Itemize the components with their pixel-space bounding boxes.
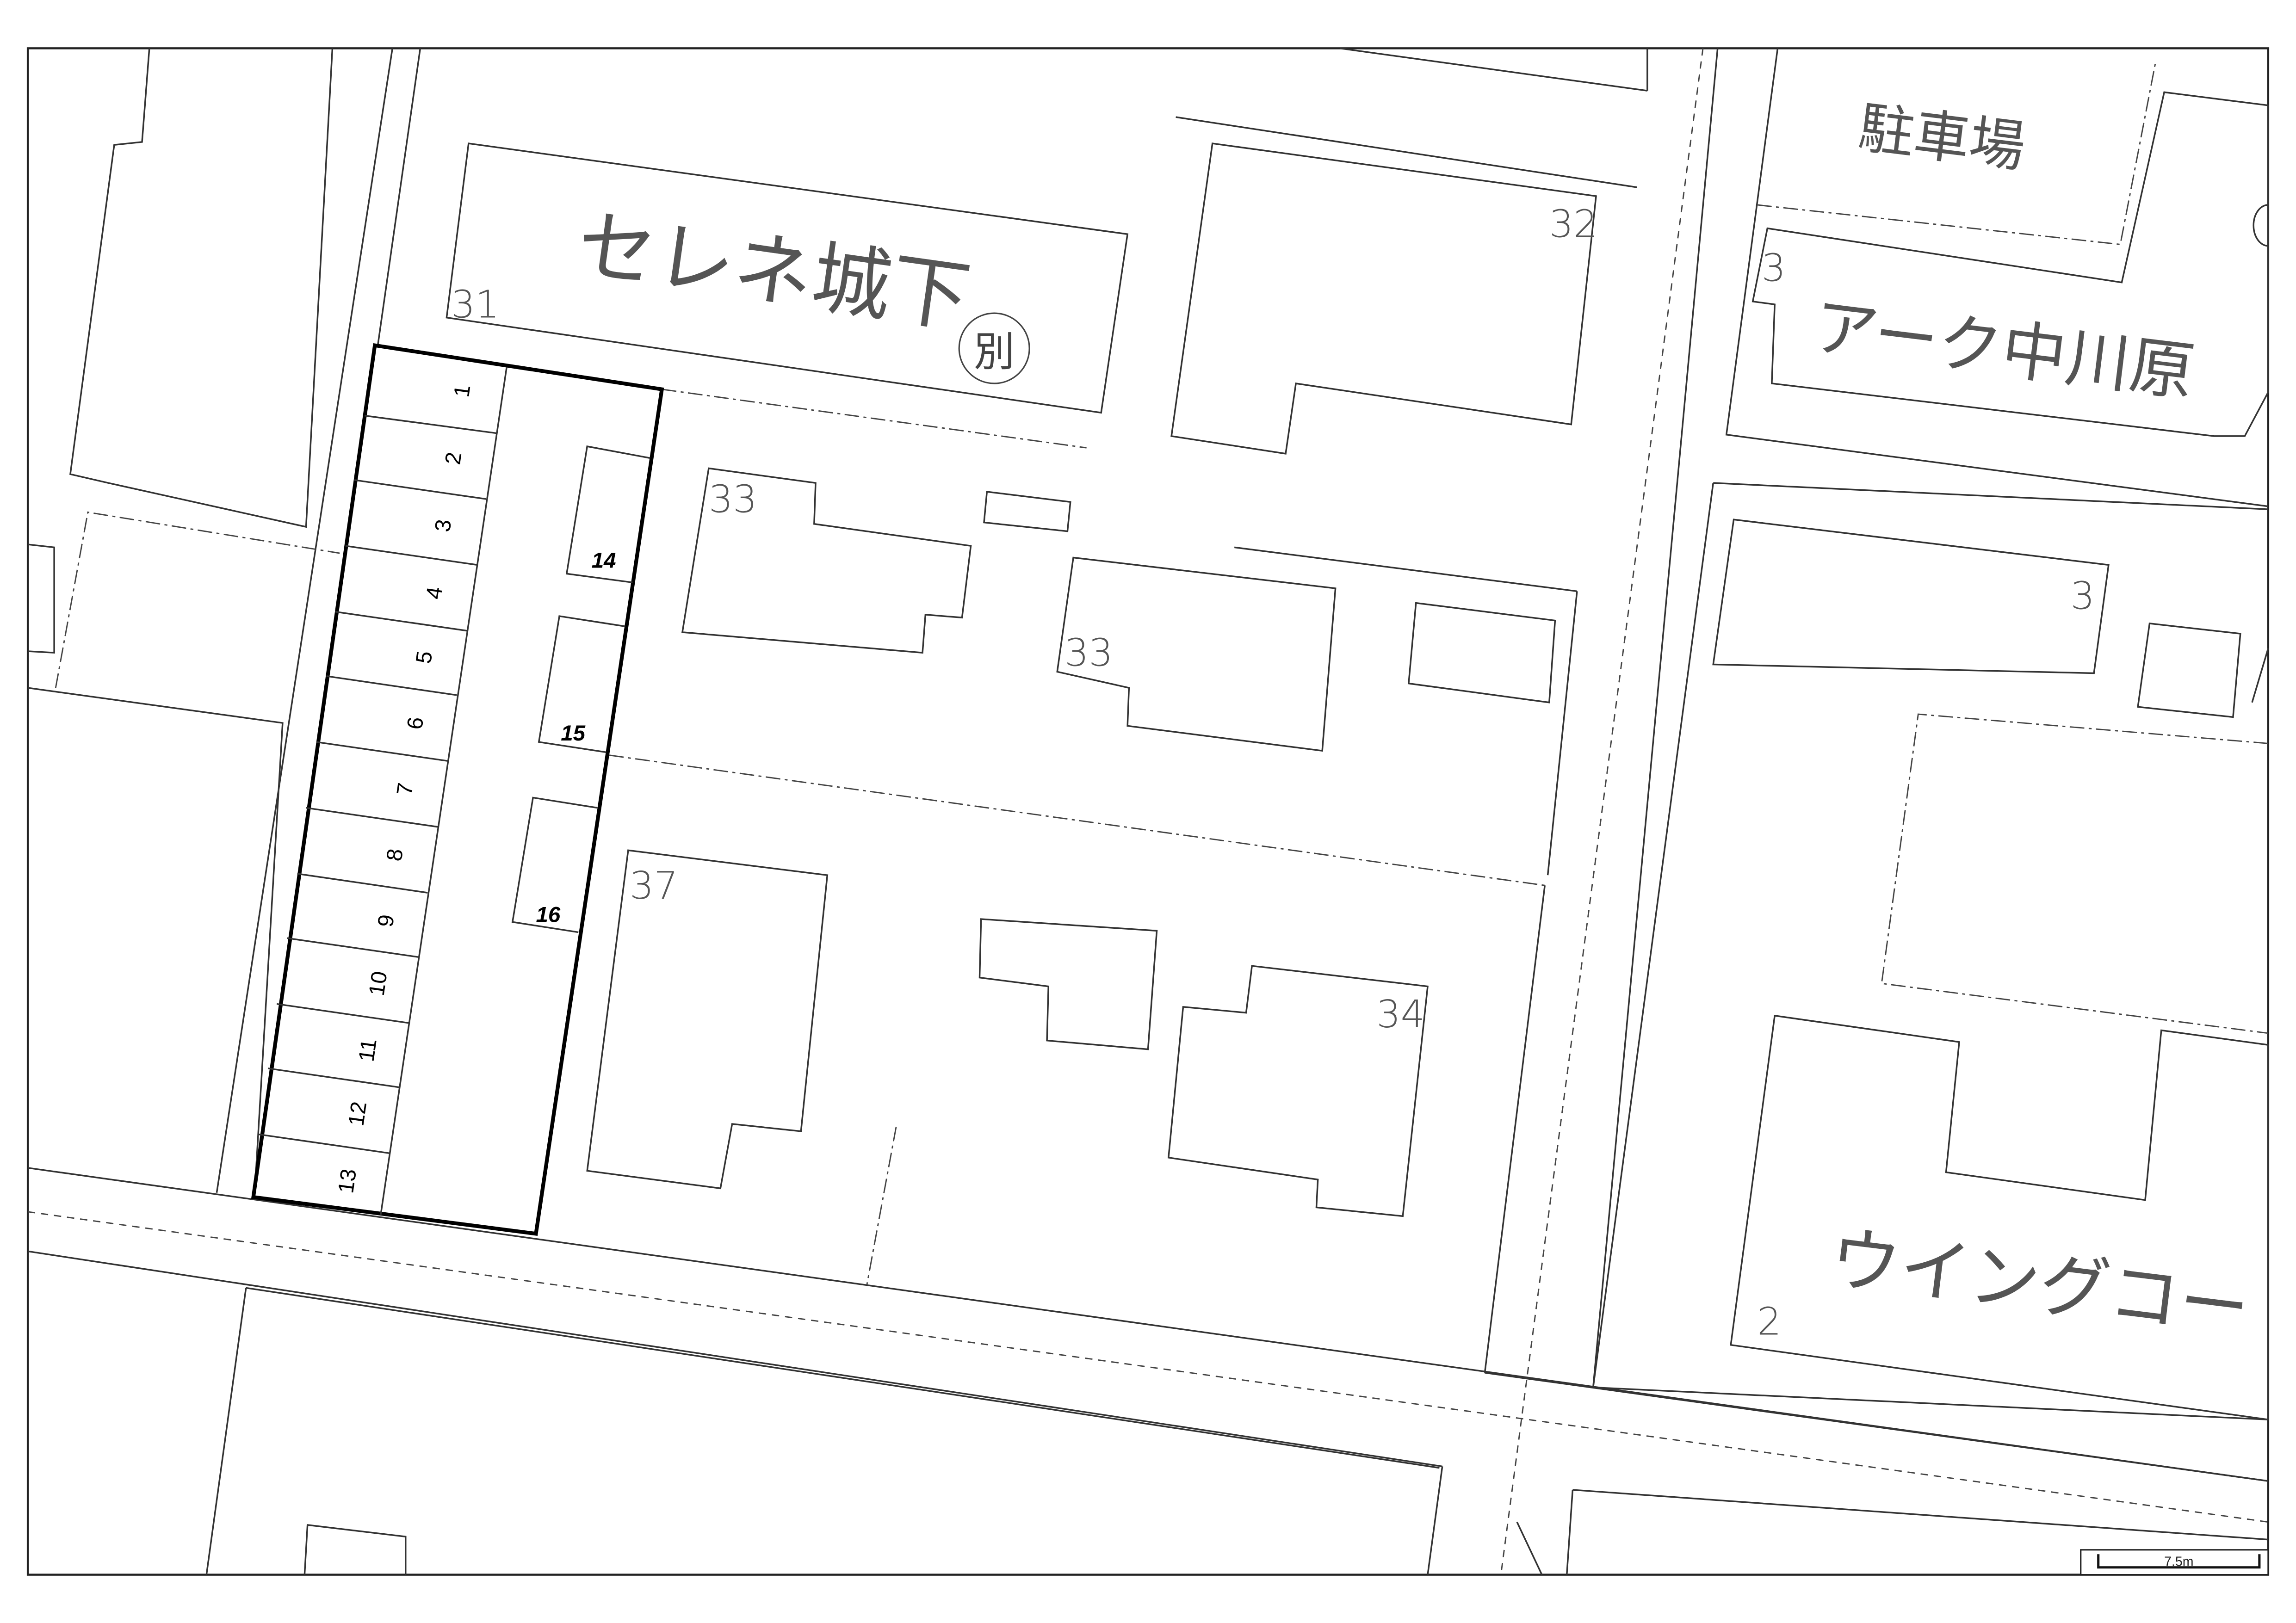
road-edge xyxy=(1516,1521,1543,1575)
road-edge xyxy=(1484,885,1546,1373)
parking-ne-boundary xyxy=(1757,62,2156,245)
lot-line xyxy=(866,1127,897,1285)
stall-divider xyxy=(297,873,428,894)
lot-boundary xyxy=(662,389,1087,449)
lot-line xyxy=(1427,1466,1443,1575)
stall-14[interactable]: 14 xyxy=(592,549,616,573)
road-edge xyxy=(27,1250,1442,1468)
road-edge xyxy=(1339,47,1648,92)
parking-ne-lot xyxy=(1725,48,2269,507)
stall-divider xyxy=(354,479,487,500)
stall-12[interactable]: 12 xyxy=(344,1100,371,1128)
separate-badge-icon xyxy=(958,312,1030,384)
building-34-number: 34 xyxy=(1376,993,1425,1037)
stall-divider xyxy=(306,807,438,828)
building-far-left xyxy=(69,48,334,528)
stall-8[interactable]: 8 xyxy=(382,847,408,863)
parking-aisle-divider xyxy=(380,367,507,1215)
stall-5[interactable]: 5 xyxy=(411,650,437,666)
building-33a xyxy=(681,467,972,654)
stall-9[interactable]: 9 xyxy=(373,913,399,929)
building-37 xyxy=(586,849,829,1190)
edge-right xyxy=(2251,648,2269,703)
road-edge xyxy=(216,48,393,1193)
scale-bar: 7.5m xyxy=(2080,1549,2269,1576)
building-33a-number: 33 xyxy=(709,477,757,521)
lot-line-left-1 xyxy=(27,543,55,654)
parking-lot-highlight: 1 2 3 4 5 6 7 8 9 10 11 12 13 14 15 16 xyxy=(251,343,664,1236)
building-33b xyxy=(1056,556,1337,752)
lot-line-left-2 xyxy=(55,511,340,688)
lot-block-3 xyxy=(1713,482,2268,510)
building-33b-number: 33 xyxy=(1064,631,1113,675)
parking-lot-boundary xyxy=(251,343,664,1236)
stall-divider xyxy=(267,1068,400,1088)
stall-divider xyxy=(257,1133,390,1154)
road-centerline xyxy=(27,1211,2269,1523)
building-3a-number: 3 xyxy=(1762,247,1786,290)
scale-bar-box xyxy=(2080,1549,2269,1576)
building-31-badge: 別 xyxy=(974,328,1015,376)
small-building-bottom xyxy=(303,1524,407,1575)
road-edge xyxy=(1592,48,1719,1388)
stall-15[interactable]: 15 xyxy=(561,721,585,746)
building-2 xyxy=(1730,1014,2269,1421)
building-small-mid xyxy=(978,918,1158,1050)
scale-bar-label: 7.5m xyxy=(2164,1555,2193,1569)
stall-11[interactable]: 11 xyxy=(354,1037,382,1063)
stall-divider xyxy=(364,414,497,434)
road-edge xyxy=(1547,591,1578,876)
arc-edge xyxy=(2253,204,2268,247)
building-31-name: セレネ城下 xyxy=(571,198,976,345)
building-3a xyxy=(1751,91,2269,437)
stall-divider xyxy=(316,741,448,762)
shed-right xyxy=(2137,622,2241,718)
building-3a-name: アーク中川原 xyxy=(1809,289,2198,410)
stall-16-box xyxy=(511,796,598,933)
road-edge xyxy=(1176,116,1637,188)
stall-1[interactable]: 1 xyxy=(449,383,475,399)
road-edge xyxy=(377,48,421,346)
stall-divider xyxy=(276,1003,409,1024)
road-edge xyxy=(1485,1372,2269,1482)
fence-line xyxy=(1234,546,1578,592)
lot-boundary-right xyxy=(1881,713,2269,1034)
scale-bar-line xyxy=(2097,1554,2261,1569)
building-32 xyxy=(1170,142,1597,455)
building-34 xyxy=(1167,965,1429,1217)
building-3b-number: 3 xyxy=(2071,574,2095,618)
building-left-lower xyxy=(27,687,284,1191)
stall-divider xyxy=(326,675,457,696)
stall-6[interactable]: 6 xyxy=(402,716,428,731)
stall-16[interactable]: 16 xyxy=(536,902,560,927)
stall-7[interactable]: 7 xyxy=(392,781,418,797)
stall-10[interactable]: 10 xyxy=(365,970,392,998)
stall-2[interactable]: 2 xyxy=(440,450,466,466)
road-centerline xyxy=(1500,48,1704,1575)
building-31 xyxy=(446,142,1129,414)
stall-divider xyxy=(287,937,419,958)
lot-line xyxy=(205,1288,247,1575)
stall-13[interactable]: 13 xyxy=(334,1167,361,1195)
building-31-number: 31 xyxy=(451,283,500,327)
building-2-name: ウイングコー xyxy=(1826,1217,2254,1350)
road-edge xyxy=(1566,1489,1574,1575)
stall-4[interactable]: 4 xyxy=(421,585,447,601)
building-3b xyxy=(1712,518,2110,674)
stall-divider xyxy=(345,545,478,566)
building-32-number: 32 xyxy=(1549,203,1598,247)
shed-small xyxy=(983,491,1071,532)
road-edge xyxy=(246,1287,1440,1469)
parking-ne-name: 駐車場 xyxy=(1855,95,2029,180)
stall-divider xyxy=(335,611,467,632)
stall-14-box xyxy=(565,445,650,584)
building-37-number: 37 xyxy=(630,864,678,908)
stall-15-box xyxy=(538,615,625,753)
shed-medium xyxy=(1408,602,1556,704)
stall-3[interactable]: 3 xyxy=(430,518,456,534)
map-frame xyxy=(26,47,2270,1576)
road-edge xyxy=(1572,1489,2268,1541)
building-2-number: 2 xyxy=(1757,1300,1781,1344)
